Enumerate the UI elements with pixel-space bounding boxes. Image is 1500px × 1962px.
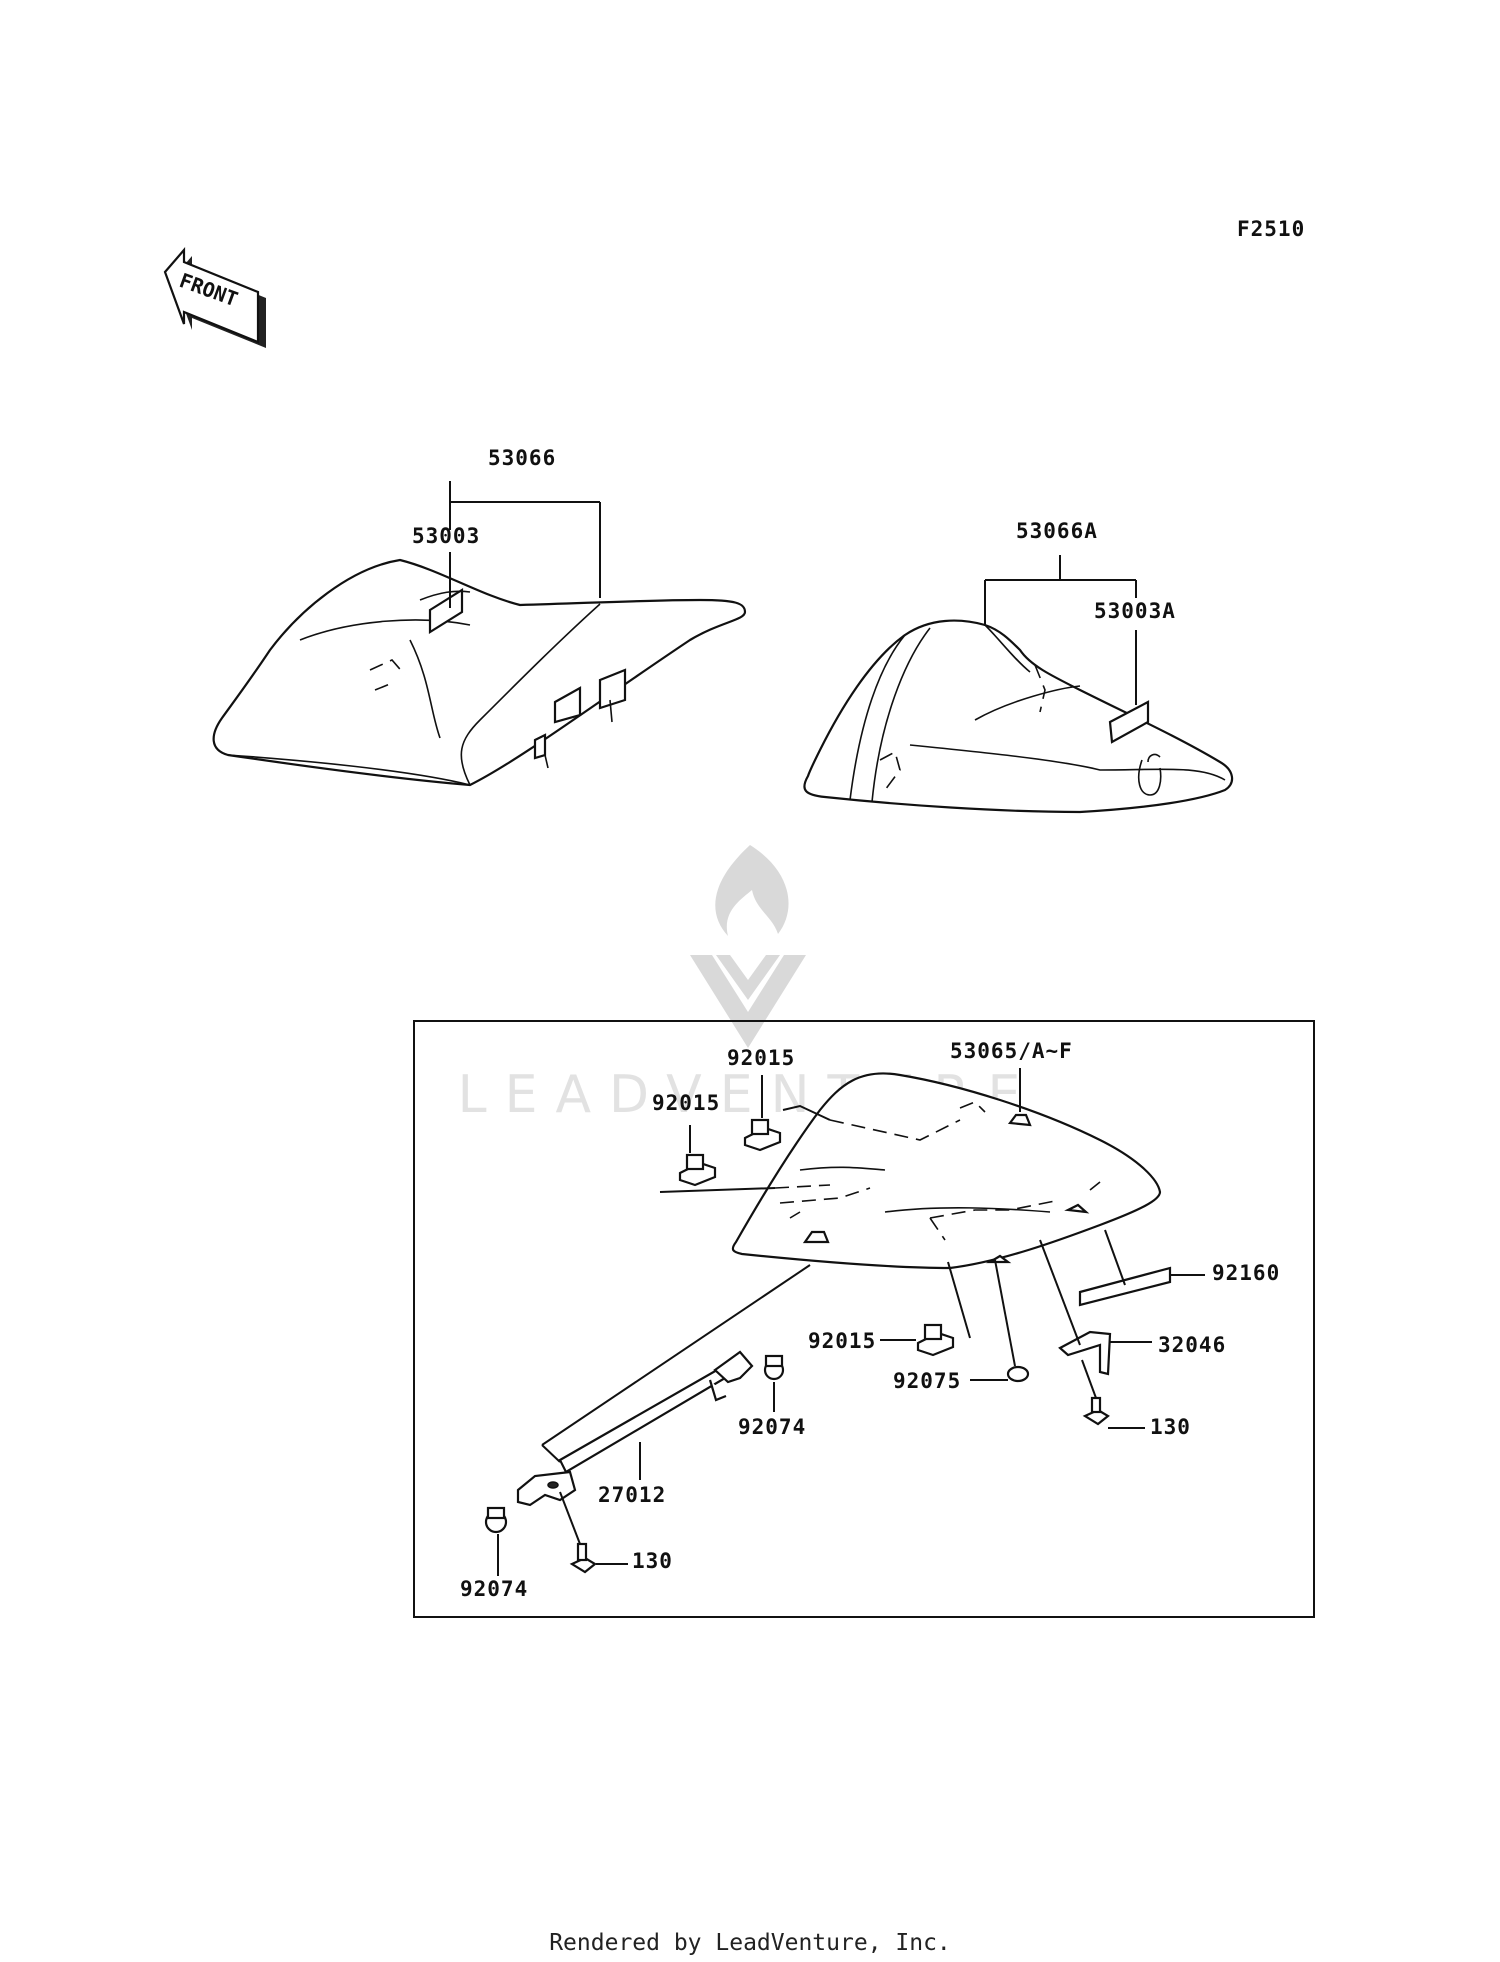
label-92015-left: 92015	[652, 1091, 720, 1115]
label-92015-top: 92015	[727, 1046, 795, 1070]
damper-bottom	[916, 1323, 955, 1357]
label-130-left: 130	[632, 1549, 673, 1573]
diagram-code: F2510	[1237, 217, 1305, 241]
label-27012: 27012	[598, 1483, 666, 1507]
grommet-right	[763, 1354, 785, 1381]
grommet-left	[484, 1506, 508, 1534]
front-direction-arrow: FRONT	[163, 247, 266, 348]
damper-left	[678, 1153, 717, 1187]
leadventure-watermark-logo: LEADVENTURE	[458, 845, 1020, 1125]
bolt-right	[1082, 1396, 1110, 1426]
label-92160: 92160	[1212, 1261, 1280, 1285]
label-130-right: 130	[1150, 1415, 1191, 1439]
bracket	[1058, 1330, 1112, 1376]
label-53003A: 53003A	[1094, 599, 1176, 623]
label-32046: 32046	[1158, 1333, 1226, 1357]
label-53066: 53066	[488, 446, 556, 470]
label-53003: 53003	[412, 524, 480, 548]
label-53066A: 53066A	[1016, 519, 1098, 543]
footer-credit: Rendered by LeadVenture, Inc.	[549, 1930, 951, 1956]
bolt-left	[569, 1542, 597, 1574]
label-92074-left: 92074	[460, 1577, 528, 1601]
label-92075: 92075	[893, 1369, 961, 1393]
pad	[1078, 1266, 1172, 1307]
front-seat	[212, 558, 747, 787]
stay	[516, 1350, 754, 1507]
label-53065-A-F: 53065/A~F	[950, 1039, 1073, 1063]
label-92074-right: 92074	[738, 1415, 806, 1439]
detail-frame	[413, 1020, 1315, 1618]
damper-top	[743, 1118, 782, 1152]
rear-seat	[803, 619, 1234, 814]
label-92015-bottom: 92015	[808, 1329, 876, 1353]
damper-round	[1006, 1365, 1030, 1383]
